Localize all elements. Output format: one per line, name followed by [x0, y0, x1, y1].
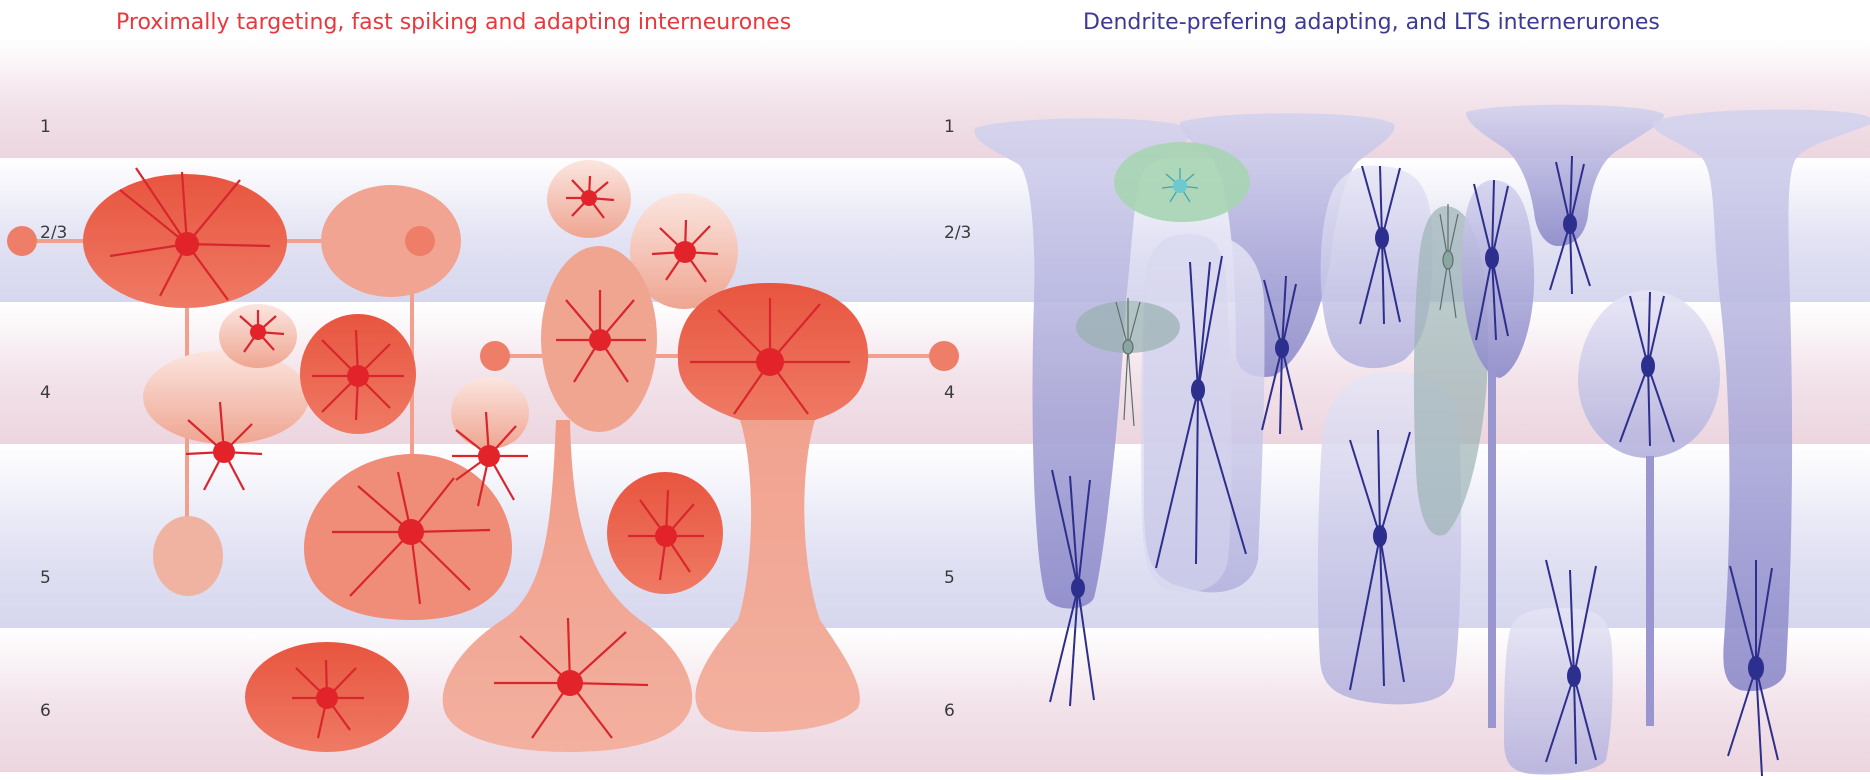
red-neuron [292, 659, 364, 739]
layer-label-2-3: 2/3 [40, 223, 67, 243]
red-neuron [628, 489, 704, 581]
purple-neuron [1619, 291, 1675, 447]
red-neuron [185, 401, 263, 491]
purple-neuron [1349, 429, 1411, 691]
layer-label-5-right: 5 [944, 568, 955, 588]
layer-label-1: 1 [40, 117, 51, 137]
left-title: Proximally targeting, fast spiking and a… [116, 10, 791, 35]
layer-label-2-3-right: 2/3 [944, 223, 971, 243]
axon-terminal-bulb [929, 341, 959, 371]
axon-terminal-bulb [480, 341, 510, 371]
small-grey-neurons [1115, 204, 1459, 427]
bipolar-field-purple-l4 [1140, 234, 1232, 593]
purple-neuron [1155, 255, 1247, 569]
red-neuron [239, 310, 285, 353]
red-neuron [452, 411, 528, 507]
grey-neuron [1439, 204, 1459, 319]
right-title: Dendrite-prefering adapting, and LTS int… [1083, 10, 1660, 35]
red-neuron [312, 329, 404, 421]
purple-neuron [1049, 469, 1095, 707]
purple-neuron [1359, 165, 1401, 325]
purple-neuron [1549, 155, 1591, 295]
axon-tail-field [153, 516, 223, 596]
martinotti-field-3 [1461, 180, 1535, 378]
red-neuron [651, 219, 719, 283]
axon-terminal-bulb [405, 226, 435, 256]
layer-label-6: 6 [40, 701, 51, 721]
red-neuron [332, 471, 491, 605]
right-panel [974, 104, 1870, 777]
layer-label-5: 5 [40, 568, 51, 588]
bipolar-field-purple-top [1320, 165, 1433, 369]
martinotti-stem-3 [1488, 370, 1496, 728]
chandelier-cell-field [143, 350, 309, 444]
layer-labels-left: 1 2/3 4 5 6 [40, 117, 67, 721]
red-neuron [556, 290, 646, 383]
red-neuron [494, 617, 649, 739]
layer-label-4: 4 [40, 383, 51, 403]
bipolar-field-purple-l6 [1504, 608, 1613, 775]
bipolar-field-small [451, 377, 529, 449]
purple-neuron [1473, 179, 1509, 341]
layer-labels-right: 1 2/3 4 5 6 [944, 117, 971, 721]
martinotti-field-4 [1466, 104, 1664, 246]
purple-neuron [1261, 275, 1303, 435]
layer-label-4-right: 4 [944, 383, 955, 403]
left-panel [7, 160, 959, 752]
teal-neuron [1161, 168, 1199, 203]
purple-neuron [1727, 560, 1779, 777]
grey-neuron [1115, 298, 1141, 427]
axon-terminal-bulb [7, 226, 37, 256]
martinotti-field-5 [1652, 109, 1870, 692]
martinotti-field-1 [974, 118, 1191, 609]
layer-label-6-right: 6 [944, 701, 955, 721]
purple-neurons [1049, 155, 1779, 777]
red-neuron [690, 298, 850, 415]
purple-neuron [1545, 559, 1597, 765]
layer-label-1-right: 1 [944, 117, 955, 137]
red-neurons [109, 167, 850, 739]
red-neuron [109, 167, 271, 301]
red-neuron [566, 175, 615, 219]
basket-cell-field-pale [321, 185, 461, 297]
flask-cell-field [442, 420, 693, 752]
teardrop-stem [1646, 456, 1654, 726]
